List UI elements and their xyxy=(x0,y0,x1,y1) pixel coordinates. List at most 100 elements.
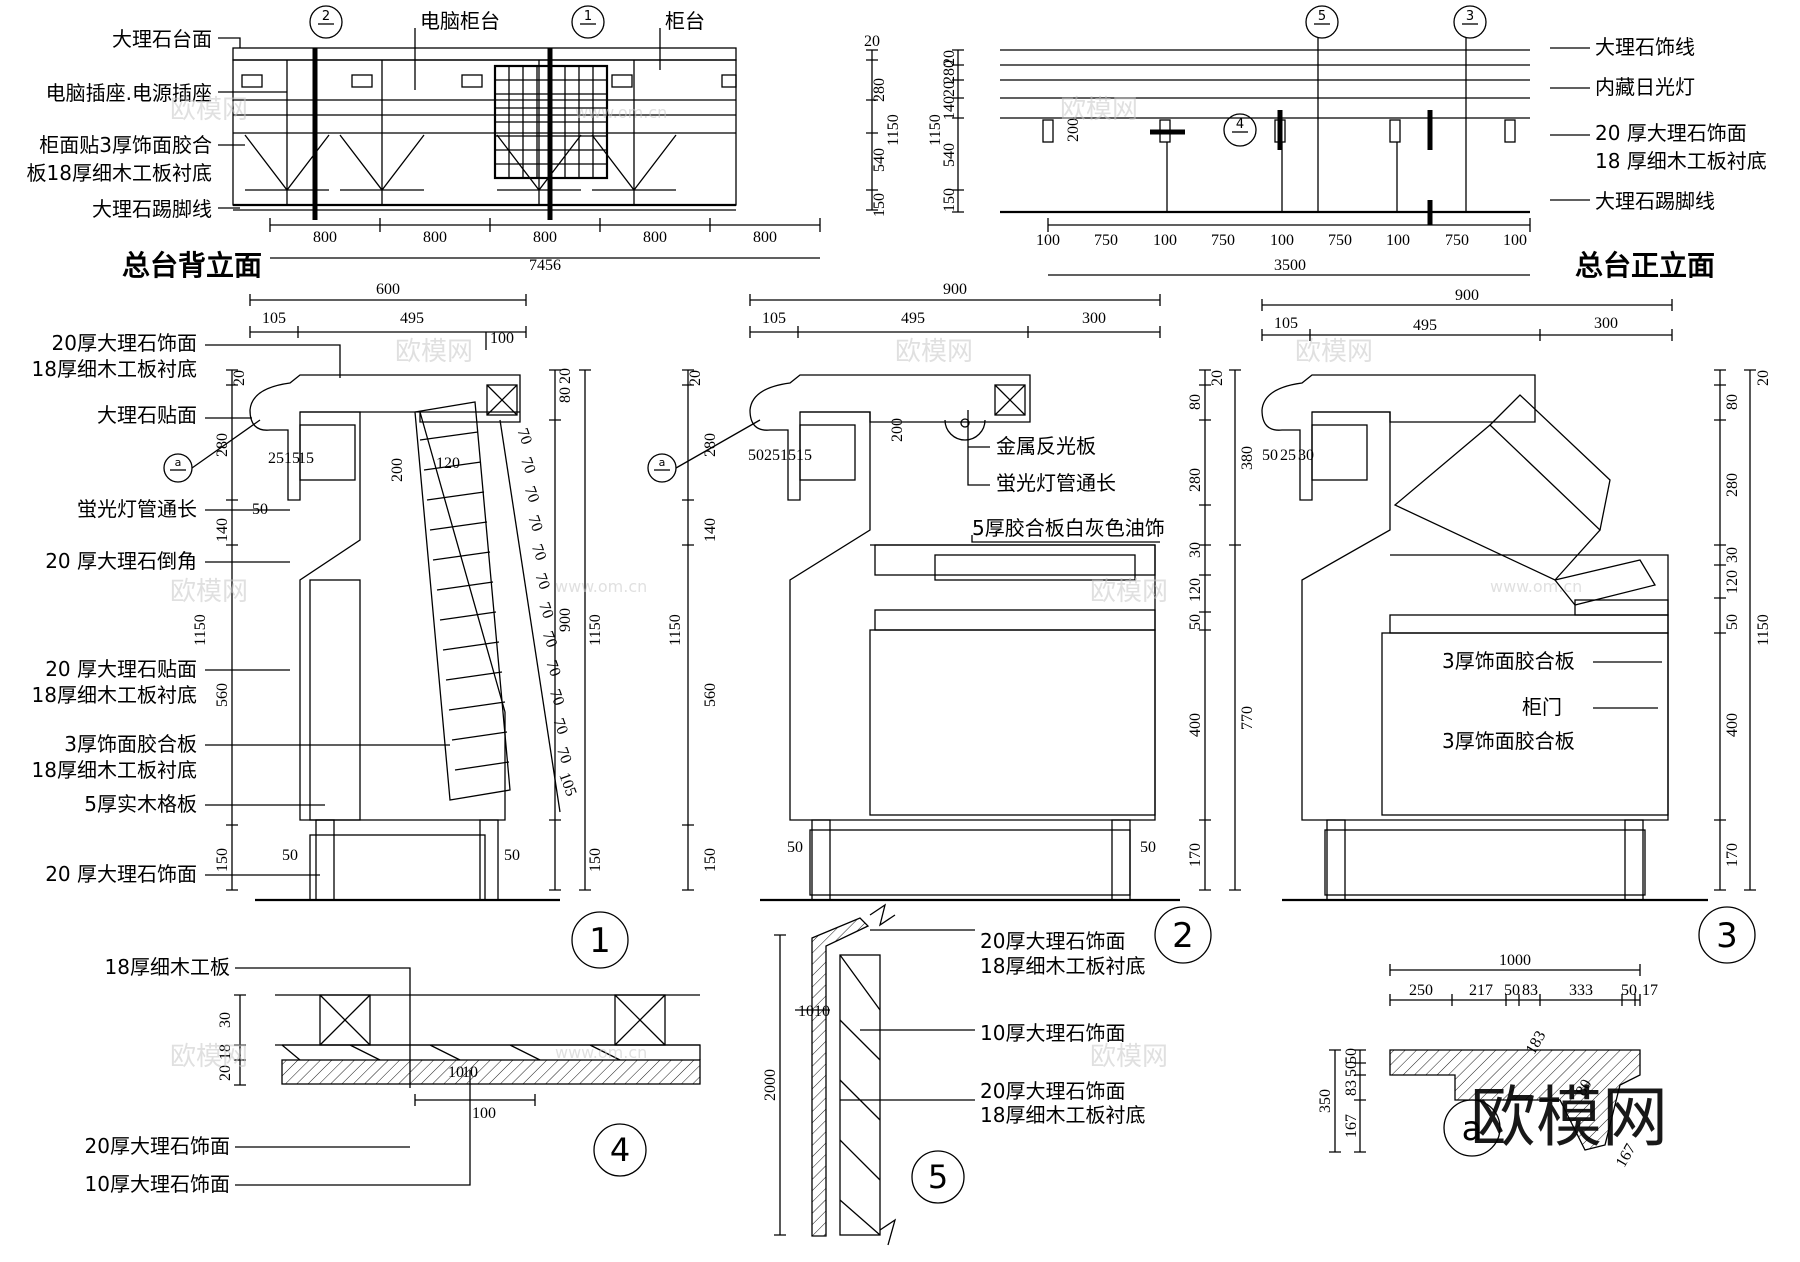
svg-text:280: 280 xyxy=(1187,468,1204,492)
section-marker-4: 4 xyxy=(1223,113,1257,147)
svg-text:15: 15 xyxy=(298,450,314,467)
shelf-dim-label: 70 xyxy=(528,542,549,563)
svg-text:105: 105 xyxy=(762,310,786,327)
s2-label-0: 金属反光板 xyxy=(996,434,1096,458)
svg-text:4: 4 xyxy=(1236,117,1244,132)
svg-text:50: 50 xyxy=(1140,839,1156,856)
svg-text:300: 300 xyxy=(1594,315,1618,332)
label-substrate: 18 厚细木工板衬底 xyxy=(1595,149,1767,173)
svg-text:30: 30 xyxy=(1724,547,1741,563)
svg-text:83: 83 xyxy=(1522,982,1538,999)
svg-text:5: 5 xyxy=(1318,9,1326,24)
svg-text:217: 217 xyxy=(1469,982,1493,999)
s1-label-7: 3厚饰面胶合板 xyxy=(64,732,197,756)
section-number-5: 5 xyxy=(911,1150,965,1204)
svg-text:150: 150 xyxy=(214,848,231,872)
svg-text:280: 280 xyxy=(214,433,231,457)
svg-text:30: 30 xyxy=(217,1012,234,1028)
svg-text:1150: 1150 xyxy=(927,114,944,145)
detail-4: 18厚细木工板 20厚大理石饰面 10厚大理石饰面 30 18 20 10 10… xyxy=(85,955,701,1196)
svg-text:3: 3 xyxy=(1716,916,1738,956)
svg-text:800: 800 xyxy=(753,229,777,246)
svg-text:120: 120 xyxy=(1187,578,1204,602)
svg-text:欧模网: 欧模网 xyxy=(895,337,973,367)
svg-text:1150: 1150 xyxy=(192,614,209,645)
svg-text:www.om.cn: www.om.cn xyxy=(575,103,667,122)
svg-text:150: 150 xyxy=(941,188,958,212)
shelf-dim-label: 70 xyxy=(546,687,567,708)
svg-text:20: 20 xyxy=(557,368,574,384)
svg-text:495: 495 xyxy=(1413,317,1437,334)
svg-text:25: 25 xyxy=(764,447,780,464)
svg-text:1150: 1150 xyxy=(885,114,902,145)
label-skirting: 大理石踢脚线 xyxy=(1595,189,1715,213)
s1-label-3: 蛍光灯管通长 xyxy=(77,497,197,521)
svg-text:18: 18 xyxy=(217,1044,234,1060)
svg-text:3: 3 xyxy=(1466,9,1474,24)
svg-text:400: 400 xyxy=(1187,713,1204,737)
d4-label-0: 18厚细木工板 xyxy=(105,955,230,979)
svg-text:欧模网: 欧模网 xyxy=(1060,95,1138,125)
svg-text:280: 280 xyxy=(702,433,719,457)
svg-text:10: 10 xyxy=(814,1003,830,1020)
svg-text:10: 10 xyxy=(462,1064,478,1081)
section-marker-3: 3 xyxy=(1453,5,1487,39)
svg-text:900: 900 xyxy=(943,281,967,298)
svg-text:2000: 2000 xyxy=(762,1069,779,1101)
d4-dims: 30 18 20 10 10 100 xyxy=(217,994,536,1122)
s1-label-5: 20 厚大理石贴面 xyxy=(45,657,197,681)
svg-text:80: 80 xyxy=(1724,394,1741,410)
svg-text:欧模网: 欧模网 xyxy=(170,577,248,607)
svg-text:750: 750 xyxy=(1328,232,1352,249)
section-marker-2: 2 xyxy=(309,5,343,39)
svg-text:20: 20 xyxy=(1755,370,1772,386)
svg-text:105: 105 xyxy=(1274,315,1298,332)
svg-text:1: 1 xyxy=(584,9,592,24)
svg-text:a: a xyxy=(659,456,666,469)
shelf-dim-label: 70 xyxy=(521,484,542,505)
svg-text:欧模网: 欧模网 xyxy=(395,337,473,367)
svg-text:140: 140 xyxy=(214,518,231,542)
svg-text:280: 280 xyxy=(871,78,888,102)
svg-text:15: 15 xyxy=(780,447,796,464)
svg-text:280: 280 xyxy=(941,60,958,84)
detail-marker-a-2: a xyxy=(647,419,761,483)
svg-text:1150: 1150 xyxy=(1755,614,1772,645)
svg-text:15: 15 xyxy=(284,450,300,467)
svg-text:750: 750 xyxy=(1211,232,1235,249)
svg-text:15: 15 xyxy=(796,447,812,464)
svg-text:3500: 3500 xyxy=(1274,257,1306,274)
s1-label-10: 20 厚大理石饰面 xyxy=(45,862,197,886)
s3-dims: 900 105 495 300 50 25 30 20 80 280 30 12… xyxy=(1261,287,1772,891)
shelf-dim-label: 70 xyxy=(524,513,545,534)
svg-text:250: 250 xyxy=(1409,982,1433,999)
svg-text:100: 100 xyxy=(1153,232,1177,249)
d5-label-0: 20厚大理石饰面 xyxy=(980,929,1125,953)
svg-text:20: 20 xyxy=(231,370,248,386)
svg-text:80: 80 xyxy=(1187,394,1204,410)
s3-label-1: 柜门 xyxy=(1522,695,1562,719)
d4-label-1: 20厚大理石饰面 xyxy=(85,1134,230,1158)
front-dims: 20 280 20 140 1150 540 150 200 100 750 1… xyxy=(927,49,1531,276)
s2-dims: 900 105 495 300 20 280 140 1150 560 150 … xyxy=(667,281,1256,891)
d5-label-2: 10厚大理石饰面 xyxy=(980,1021,1125,1045)
svg-text:50: 50 xyxy=(1621,982,1637,999)
svg-text:150: 150 xyxy=(702,848,719,872)
s1-label-9: 5厚实木格板 xyxy=(84,792,197,816)
svg-text:300: 300 xyxy=(1082,310,1106,327)
shelf-dim-label: 105 xyxy=(555,770,579,798)
logo-watermark: 欧模网 xyxy=(1470,1079,1668,1156)
svg-text:80: 80 xyxy=(1573,1077,1596,1099)
svg-text:600: 600 xyxy=(376,281,400,298)
svg-text:7456: 7456 xyxy=(529,257,561,274)
s2-label-2: 5厚胶合板白灰色油饰 xyxy=(972,516,1165,540)
svg-text:800: 800 xyxy=(533,229,557,246)
d5-dims: 10 10 2000 xyxy=(762,934,830,1236)
section-number-1: 1 xyxy=(571,911,629,969)
svg-text:50: 50 xyxy=(504,847,520,864)
svg-text:50: 50 xyxy=(1262,447,1278,464)
svg-text:1150: 1150 xyxy=(667,614,684,645)
label-counter: 柜台 xyxy=(665,9,705,33)
svg-text:150: 150 xyxy=(871,193,888,217)
